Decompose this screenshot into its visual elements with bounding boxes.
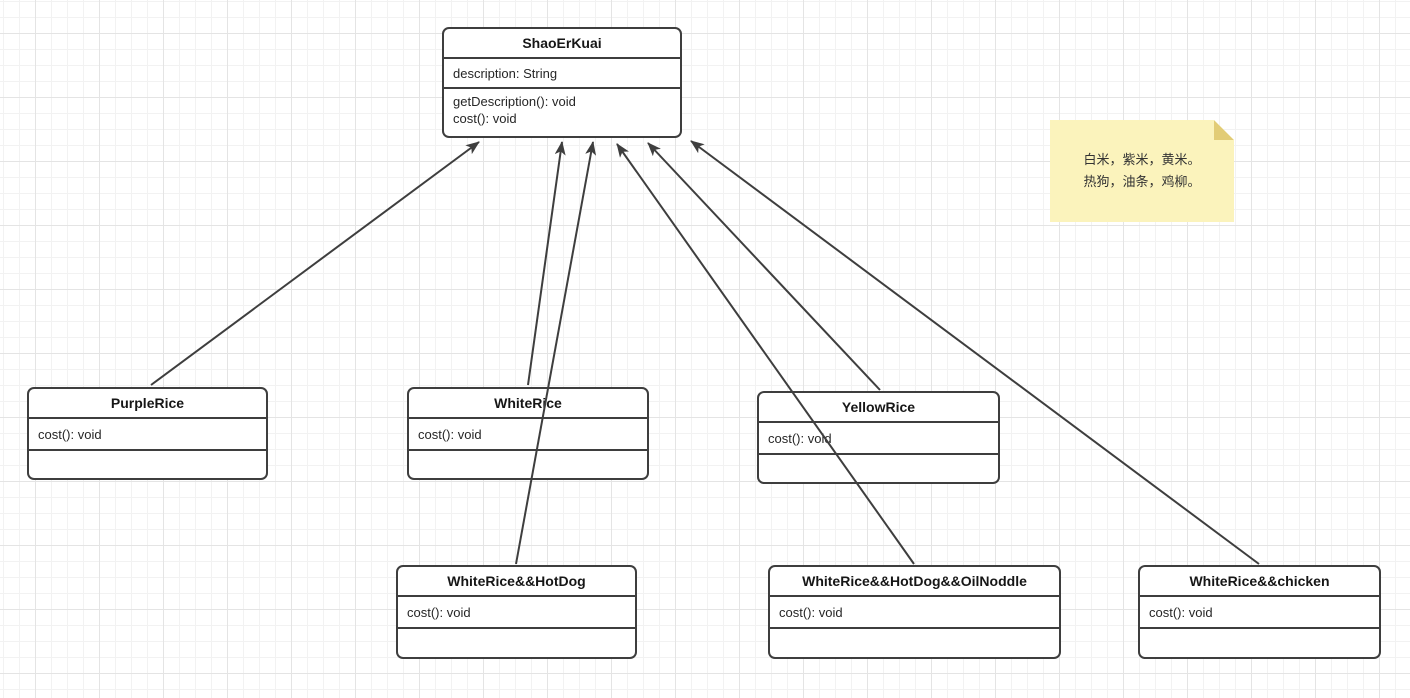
edge-whitericehotdog-shaoerkuai[interactable]	[515, 141, 597, 565]
empty-compartment	[759, 455, 998, 482]
class-whitericehotdogoilnoddle[interactable]: WhiteRice&&HotDog&&OilNoddle cost(): voi…	[768, 565, 1061, 659]
edge-whitericehotdogoilnoddle-shaoerkuai[interactable]	[616, 143, 915, 565]
class-whiterice[interactable]: WhiteRice cost(): void	[407, 387, 649, 480]
class-title: WhiteRice&&chicken	[1140, 567, 1379, 597]
empty-compartment	[29, 451, 266, 478]
methods-compartment: cost(): void	[770, 597, 1059, 629]
method-row: cost(): void	[768, 430, 832, 446]
method-row: getDescription(): void	[453, 94, 576, 109]
method-row: cost(): void	[418, 426, 482, 442]
methods-compartment: cost(): void	[1140, 597, 1379, 629]
edge-purplerice-shaoerkuai[interactable]	[150, 141, 480, 386]
method-row: cost(): void	[38, 426, 102, 442]
class-title: YellowRice	[759, 393, 998, 423]
class-title: WhiteRice	[409, 389, 647, 419]
class-whitericechicken[interactable]: WhiteRice&&chicken cost(): void	[1138, 565, 1381, 659]
method-row: cost(): void	[453, 111, 517, 126]
class-whitericehotdog[interactable]: WhiteRice&&HotDog cost(): void	[396, 565, 637, 659]
note-text-line: 热狗，油条，鸡柳。	[1083, 174, 1201, 189]
class-title: ShaoErKuai	[444, 29, 680, 59]
attributes-compartment: description: String	[444, 59, 680, 89]
method-row: cost(): void	[407, 604, 471, 620]
methods-compartment: getDescription(): void cost(): void	[444, 89, 680, 136]
edge-whiterice-shaoerkuai[interactable]	[527, 141, 566, 386]
note-text-line: 白米，紫米，黄米。	[1083, 152, 1201, 167]
method-row: cost(): void	[779, 604, 843, 620]
class-title: WhiteRice&&HotDog&&OilNoddle	[770, 567, 1059, 597]
class-shaoerkuai[interactable]: ShaoErKuai description: String getDescri…	[442, 27, 682, 138]
class-title: PurpleRice	[29, 389, 266, 419]
edge-yellowrice-shaoerkuai[interactable]	[647, 142, 881, 391]
empty-compartment	[398, 629, 635, 657]
class-yellowrice[interactable]: YellowRice cost(): void	[757, 391, 1000, 484]
sticky-note[interactable]: 白米，紫米，黄米。 热狗，油条，鸡柳。	[1050, 120, 1234, 222]
empty-compartment	[770, 629, 1059, 657]
note-fold-corner-icon	[1214, 120, 1234, 140]
class-title: WhiteRice&&HotDog	[398, 567, 635, 597]
class-purplerice[interactable]: PurpleRice cost(): void	[27, 387, 268, 480]
methods-compartment: cost(): void	[409, 419, 647, 451]
attribute-row: description: String	[453, 65, 558, 81]
empty-compartment	[1140, 629, 1379, 657]
empty-compartment	[409, 451, 647, 478]
methods-compartment: cost(): void	[29, 419, 266, 451]
methods-compartment: cost(): void	[759, 423, 998, 455]
method-row: cost(): void	[1149, 604, 1213, 620]
methods-compartment: cost(): void	[398, 597, 635, 629]
